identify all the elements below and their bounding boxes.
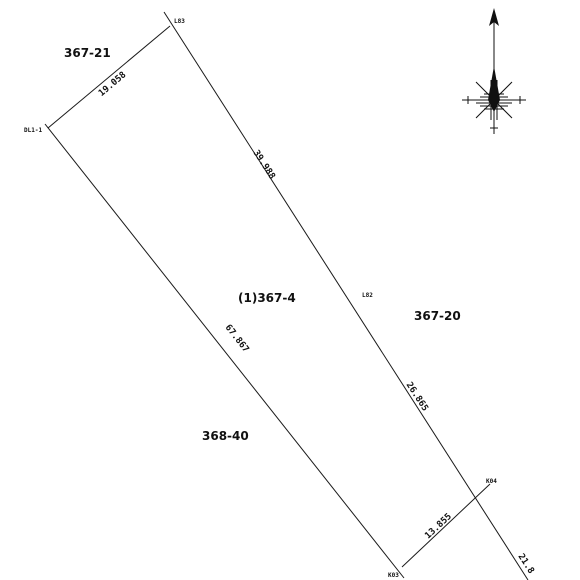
dimension-east-lower: 26.865: [404, 381, 430, 414]
point-label-l83: L83: [174, 18, 185, 25]
dimension-labels: 19.058 39.988 67.867 26.865 13.855 21.8: [97, 70, 536, 576]
west-boundary-line: [44, 123, 405, 579]
dimension-east-upper: 39.988: [251, 149, 277, 182]
dimension-cut-off: 21.8: [515, 552, 535, 576]
parcel-label-367-20: 367-20: [414, 309, 461, 323]
parcel-boundaries: [44, 11, 529, 580]
point-label-l82: L82: [362, 292, 373, 299]
point-label-k03: K03: [388, 572, 399, 579]
point-label-k04: K04: [486, 478, 497, 485]
parcel-label-367-21: 367-21: [64, 46, 111, 60]
parcel-label-367-4: (1)367-4: [238, 291, 296, 305]
point-labels: L83 DL1-1 L82 K04 K03: [24, 18, 497, 579]
north-arrow-icon: [462, 8, 526, 134]
parcel-label-368-40: 368-40: [202, 429, 249, 443]
dimension-west-edge: 67.867: [223, 323, 251, 355]
north-boundary-line: [47, 25, 171, 129]
east-boundary-line: [163, 11, 529, 580]
parcel-labels: 367-21 (1)367-4 367-20 368-40: [64, 46, 461, 443]
south-boundary-line: [401, 483, 491, 568]
dimension-south-edge: 13.855: [423, 512, 454, 541]
point-label-dl1-1: DL1-1: [24, 127, 42, 134]
